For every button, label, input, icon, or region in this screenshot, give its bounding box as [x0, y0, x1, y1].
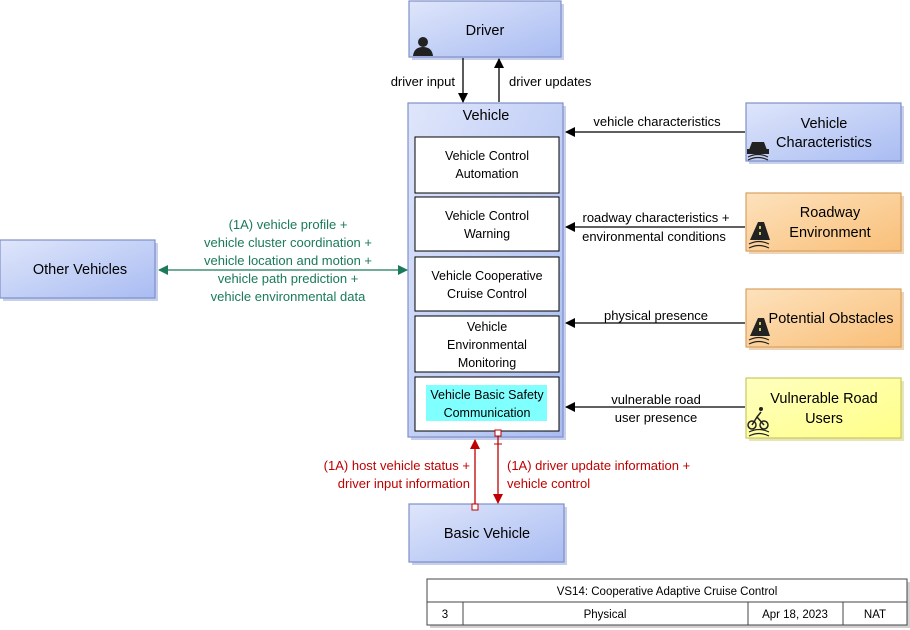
potential-obstacles-label: Potential Obstacles — [769, 311, 894, 327]
vulnerable-road-users-label: Vulnerable Road — [770, 391, 877, 407]
flow-label: roadway characteristics + — [582, 210, 729, 225]
driver-label: Driver — [466, 23, 505, 39]
car-icon — [747, 142, 769, 161]
subsystem-label: Vehicle Control — [445, 209, 529, 223]
vehicle-characteristics-node[interactable]: Vehicle Characteristics — [745, 102, 904, 164]
vulnerable-road-users-label: Users — [805, 411, 843, 427]
flow-label: vehicle path prediction + — [218, 271, 359, 286]
vehicle-characteristics-label: Characteristics — [776, 135, 872, 151]
cyclist-icon — [747, 407, 770, 437]
flow-roadway: roadway characteristics + environmental … — [565, 210, 745, 244]
flow-label: (1A) driver update information + — [507, 458, 690, 473]
person-icon — [413, 37, 433, 56]
roadway-environment-label: Roadway — [800, 205, 861, 221]
subsystem-label: Vehicle Basic Safety — [430, 388, 544, 402]
subsystem-label: Communication — [444, 406, 531, 420]
subsystem-label: Monitoring — [458, 356, 516, 370]
flow-label: vehicle cluster coordination + — [204, 235, 372, 250]
subsystem-vehicle-control-warning[interactable]: Vehicle Control Warning — [414, 196, 560, 252]
highlight-box — [426, 385, 547, 421]
flow-label: environmental conditions — [582, 229, 726, 244]
flow-vulnerable-road-user-presence: vulnerable road user presence — [565, 392, 745, 425]
basic-vehicle-label: Basic Vehicle — [444, 526, 530, 542]
flow-host-vehicle-status: (1A) host vehicle status + driver input … — [324, 439, 480, 511]
title-block-title: VS14: Cooperative Adaptive Cruise Contro… — [557, 586, 778, 598]
roadway-environment-node[interactable]: Roadway Environment — [745, 192, 904, 254]
subsystem-label: Vehicle Cooperative — [431, 269, 542, 283]
flow-label: driver updates — [509, 74, 592, 89]
title-block: VS14: Cooperative Adaptive Cruise Contro… — [426, 578, 910, 628]
flow-label: vulnerable road — [611, 392, 701, 407]
road-icon — [748, 222, 770, 249]
vehicle-label: Vehicle — [463, 108, 510, 124]
vehicle-characteristics-label: Vehicle — [801, 116, 848, 132]
roadway-environment-label: Environment — [789, 225, 870, 241]
title-block-view: Physical — [584, 609, 627, 621]
basic-vehicle-node[interactable]: Basic Vehicle — [408, 503, 567, 565]
subsystem-vehicle-cooperative-cruise-control[interactable]: Vehicle Cooperative Cruise Control — [414, 256, 560, 312]
potential-obstacles-node[interactable]: Potential Obstacles — [745, 288, 904, 350]
title-block-number: 3 — [442, 609, 448, 621]
subsystem-label: Warning — [464, 227, 510, 241]
subsystem-vehicle-environmental-monitoring[interactable]: Vehicle Environmental Monitoring — [414, 315, 560, 373]
flow-label: vehicle control — [507, 476, 590, 491]
driver-node[interactable]: Driver — [408, 0, 564, 60]
flow-vehicle-characteristics: vehicle characteristics — [565, 114, 745, 137]
subsystem-label: Cruise Control — [447, 287, 527, 301]
flow-label: driver input information — [338, 476, 470, 491]
flow-label: vehicle characteristics — [593, 114, 721, 129]
road-icon — [748, 318, 770, 345]
flow-v2v: (1A) vehicle profile + vehicle cluster c… — [158, 217, 408, 304]
flow-label: physical presence — [604, 308, 708, 323]
flow-label: vehicle location and motion + — [204, 253, 372, 268]
other-vehicles-label: Other Vehicles — [33, 262, 127, 278]
flow-physical-presence: physical presence — [565, 308, 745, 328]
subsystem-label: Automation — [455, 167, 518, 181]
other-vehicles-node[interactable]: Other Vehicles — [0, 239, 158, 301]
flow-label: driver input — [391, 74, 456, 89]
subsystem-label: Vehicle — [467, 320, 507, 334]
flow-driver-update-information: (1A) driver update information + vehicle… — [493, 429, 690, 504]
flow-label: vehicle environmental data — [211, 289, 366, 304]
flow-label: user presence — [615, 410, 697, 425]
flow-driver-updates: driver updates — [494, 58, 592, 102]
title-block-date: Apr 18, 2023 — [762, 609, 828, 621]
subsystem-label: Vehicle Control — [445, 149, 529, 163]
flow-label: (1A) vehicle profile + — [229, 217, 348, 232]
vulnerable-road-users-node[interactable]: Vulnerable Road Users — [745, 377, 904, 441]
subsystem-vehicle-basic-safety-communication[interactable]: Vehicle Basic Safety Communication — [414, 376, 560, 432]
subsystem-vehicle-control-automation[interactable]: Vehicle Control Automation — [414, 136, 560, 194]
subsystem-label: Environmental — [447, 338, 527, 352]
flow-driver-input: driver input — [391, 58, 468, 103]
title-block-org: NAT — [864, 609, 886, 621]
flow-label: (1A) host vehicle status + — [324, 458, 470, 473]
